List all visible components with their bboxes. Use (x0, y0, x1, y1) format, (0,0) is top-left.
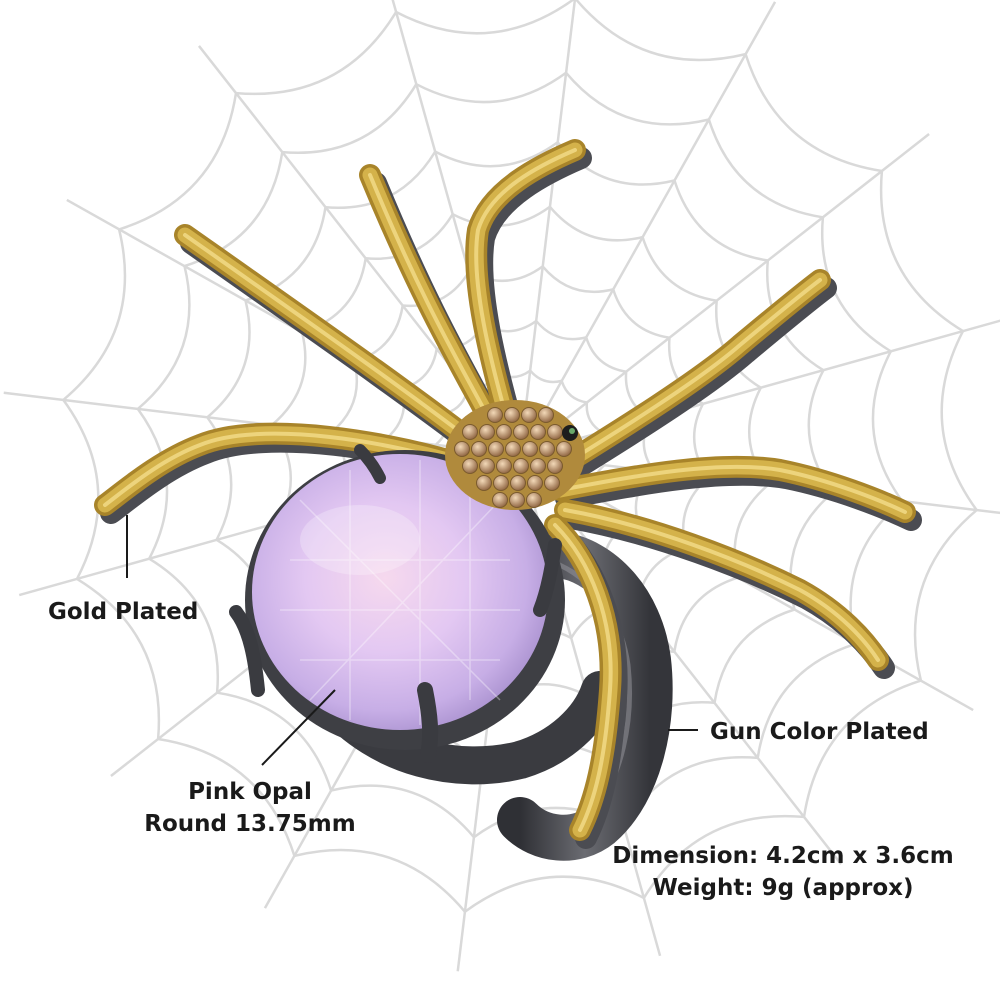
web-ring (136, 71, 904, 839)
pave-stone (504, 407, 520, 423)
spider-leg-shine (563, 508, 880, 662)
pave-stone (492, 492, 508, 508)
pave-stone (513, 458, 529, 474)
pave-stone (505, 441, 521, 457)
pave-stone (454, 441, 470, 457)
pave-stone (538, 407, 554, 423)
pave-stone (479, 424, 495, 440)
pave-stone (530, 424, 546, 440)
pave-stone (539, 441, 555, 457)
pave-stone (488, 441, 504, 457)
pave-stone (547, 458, 563, 474)
pave-stone (544, 475, 560, 491)
pave-stone (493, 475, 509, 491)
spider-leg-shine (553, 278, 822, 472)
pave-stone (476, 475, 492, 491)
pave-stone (530, 458, 546, 474)
spider-leg-shine (474, 148, 577, 432)
pave-stone (462, 458, 478, 474)
pave-stone (487, 407, 503, 423)
opal-size-label: Round 13.75mm (144, 811, 356, 837)
pink-opal-stone (229, 444, 565, 763)
dimension-label: Dimension: 4.2cm x 3.6cm (612, 843, 954, 869)
pave-stone (521, 407, 537, 423)
spider-legs (94, 139, 922, 849)
pave-stone (513, 424, 529, 440)
pave-stone (522, 441, 538, 457)
gun-color-plated-label: Gun Color Plated (710, 719, 929, 745)
pave-stone (527, 475, 543, 491)
web-spoke (518, 1, 777, 456)
pave-stone (547, 424, 563, 440)
pave-stone (496, 424, 512, 440)
pave-stone (509, 492, 525, 508)
pave-stone (556, 441, 572, 457)
web-ring (61, 0, 978, 914)
web-spoke (519, 132, 930, 456)
pave-stone (526, 492, 542, 508)
pave-stone (462, 424, 478, 440)
pave-stone (471, 441, 487, 457)
pave-stone (479, 458, 495, 474)
pink-opal-label: Pink Opal (188, 779, 312, 805)
pave-stones (454, 407, 572, 508)
gold-plated-label: Gold Plated (48, 599, 199, 625)
leader-lines (126, 515, 698, 766)
weight-label: Weight: 9g (approx) (652, 875, 914, 901)
spider-head (445, 400, 585, 510)
pave-stone (496, 458, 512, 474)
spider-leg-shine (558, 464, 907, 514)
spider-leg-shine (103, 431, 482, 507)
spider-leg-shine (553, 523, 613, 832)
pave-stone (510, 475, 526, 491)
